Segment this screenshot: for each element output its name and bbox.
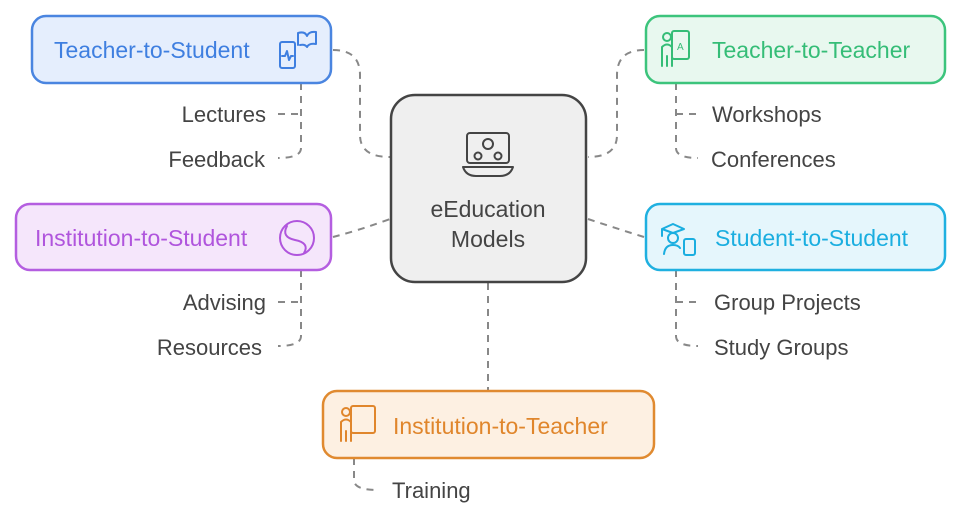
node-institution-to-teacher[interactable]: Institution-to-Teacher bbox=[321, 389, 656, 460]
phone-book-icon bbox=[279, 30, 317, 69]
swirl-icon bbox=[279, 220, 315, 256]
node-label: Student-to-Student bbox=[715, 225, 909, 251]
node-institution-to-student[interactable]: Institution-to-Student bbox=[14, 202, 333, 272]
leaf-lectures: Lectures bbox=[182, 102, 266, 127]
leaf-feedback: Feedback bbox=[168, 147, 266, 172]
teacher-board-icon: A bbox=[661, 30, 690, 67]
svg-text:A: A bbox=[677, 42, 684, 53]
leaf-group-projects: Group Projects bbox=[714, 290, 861, 315]
node-label: Teacher-to-Student bbox=[54, 37, 250, 63]
node-teacher-to-teacher[interactable]: A Teacher-to-Teacher bbox=[644, 14, 947, 85]
connectors bbox=[277, 49, 699, 491]
leaf-study-groups: Study Groups bbox=[714, 335, 849, 360]
node-label: Institution-to-Teacher bbox=[393, 413, 608, 439]
leaf-resources: Resources bbox=[157, 335, 262, 360]
node-label: Institution-to-Student bbox=[35, 225, 248, 251]
node-label: Teacher-to-Teacher bbox=[712, 37, 910, 63]
leaf-training: Training bbox=[392, 478, 471, 503]
center-node[interactable]: eEducation Models bbox=[389, 93, 588, 284]
teacher-board-icon bbox=[340, 405, 376, 442]
center-title-line2: Models bbox=[451, 226, 525, 252]
node-teacher-to-student[interactable]: Teacher-to-Student bbox=[30, 14, 333, 85]
leaf-advising: Advising bbox=[183, 290, 266, 315]
center-title-line1: eEducation bbox=[430, 196, 545, 222]
leaf-conferences: Conferences bbox=[711, 147, 836, 172]
graduate-phone-icon bbox=[661, 223, 696, 256]
leaf-workshops: Workshops bbox=[712, 102, 822, 127]
node-student-to-student[interactable]: Student-to-Student bbox=[644, 202, 947, 272]
laptop-network-icon bbox=[462, 132, 514, 177]
